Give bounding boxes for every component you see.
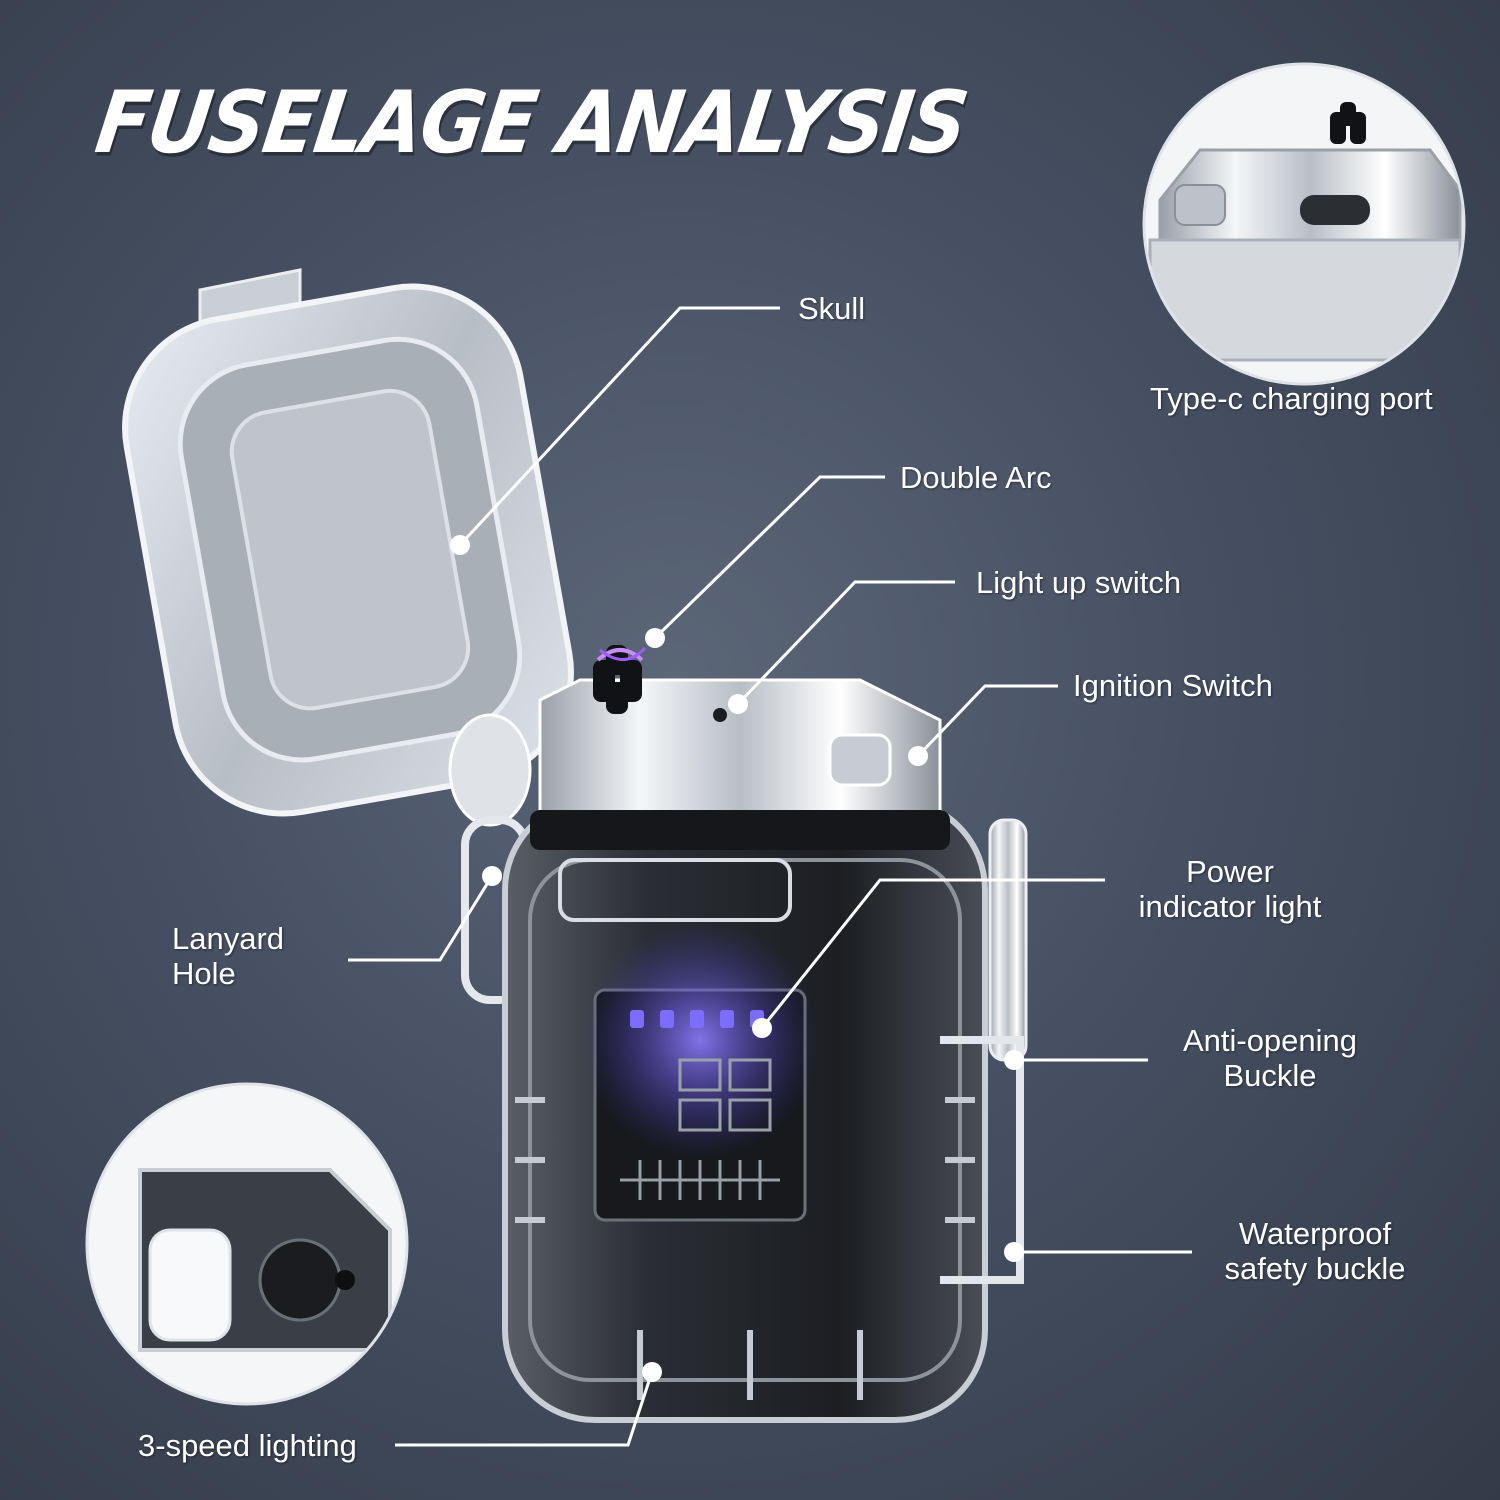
label-power-indicator-line2: indicator light xyxy=(1138,889,1322,924)
label-double-arc: Double Arc xyxy=(900,460,1052,495)
label-power-indicator: Power indicator light xyxy=(1110,854,1350,924)
page-title: FUSELAGE ANALYSIS xyxy=(90,74,973,173)
label-ignition-switch: Ignition Switch xyxy=(1073,668,1273,703)
label-anti-opening-line2: Buckle xyxy=(1223,1058,1317,1093)
label-light-up-switch: Light up switch xyxy=(976,565,1182,600)
label-lanyard-hole-line1: Lanyard xyxy=(172,921,285,956)
label-lanyard-hole: Lanyard Hole xyxy=(172,921,284,991)
label-type-c-port: Type-c charging port xyxy=(1150,381,1433,416)
label-3-speed-lighting: 3-speed lighting xyxy=(138,1428,357,1463)
leader-lines xyxy=(348,306,1192,1447)
label-lanyard-hole-line2: Hole xyxy=(172,956,236,991)
leader-dots xyxy=(450,535,1024,1382)
label-anti-opening-line1: Anti-opening xyxy=(1182,1023,1358,1058)
label-anti-opening-buckle: Anti-opening Buckle xyxy=(1160,1023,1380,1093)
label-waterproof-line2: safety buckle xyxy=(1224,1251,1406,1286)
label-skull: Skull xyxy=(798,291,866,326)
lighter-body-image xyxy=(461,797,1028,1423)
bottom-light-closeup-image xyxy=(85,1082,409,1406)
label-waterproof-line1: Waterproof xyxy=(1238,1216,1392,1251)
lid-image xyxy=(122,268,574,827)
label-power-indicator-line1: Power xyxy=(1186,854,1274,889)
top-cap-closeup-image xyxy=(1142,62,1466,386)
label-waterproof-buckle: Waterproof safety buckle xyxy=(1200,1216,1430,1286)
chrome-top-image xyxy=(530,645,950,850)
